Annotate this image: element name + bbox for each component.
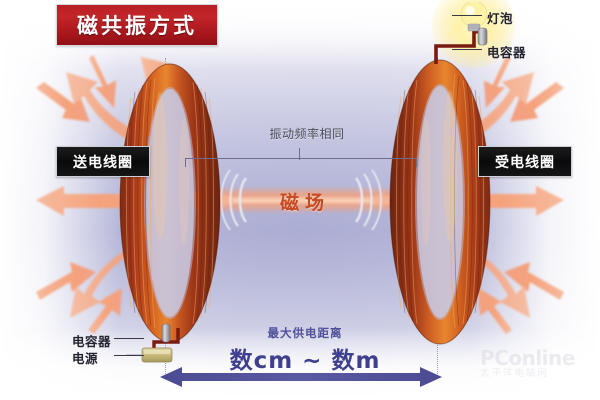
receive-coil-label: 受电线圈 (495, 154, 555, 171)
capacitor-left-label: 电容器 (72, 334, 112, 349)
light-bulb-icon (460, 2, 488, 32)
magnetic-field-label: 磁场 (279, 192, 330, 214)
power-source-left-leader (114, 355, 144, 356)
bulb-label: 灯泡 (487, 11, 514, 26)
frequency-bracket-tick (299, 148, 300, 160)
max-distance-value: 数cm ~ 数m (229, 348, 381, 374)
frequency-bracket (185, 158, 417, 167)
title-banner: 磁共振方式 (56, 4, 218, 46)
receive-coil-tag: 受电线圈 (478, 146, 572, 177)
watermark-subtitle: 太平洋电脑网 (480, 368, 550, 379)
capacitor-icon (161, 323, 171, 343)
watermark: PConline 太平洋电脑网 (480, 348, 592, 388)
capacitor-icon (477, 27, 488, 46)
power-source-left-label: 电源 (72, 351, 99, 366)
same-frequency-label: 振动频率相同 (269, 127, 345, 141)
bulb-leader (452, 15, 482, 16)
capacitor-right-label: 电容器 (487, 45, 527, 60)
transmit-coil (118, 62, 222, 344)
receive-coil (388, 58, 492, 346)
background-bottom-fade (0, 328, 600, 400)
transmit-coil-tag: 送电线圈 (56, 146, 150, 177)
capacitor-left-leader (114, 338, 144, 339)
max-distance-caption: 最大供电距离 (267, 326, 343, 340)
receive-circuit (434, 2, 488, 64)
watermark-brand: PConline (480, 346, 575, 370)
transmit-coil-label: 送电线圈 (73, 154, 133, 171)
capacitor-right-leader (452, 49, 482, 50)
distance-arrow (160, 367, 442, 387)
title-text: 磁共振方式 (77, 14, 197, 38)
magnetic-field-beam-core (150, 196, 460, 205)
